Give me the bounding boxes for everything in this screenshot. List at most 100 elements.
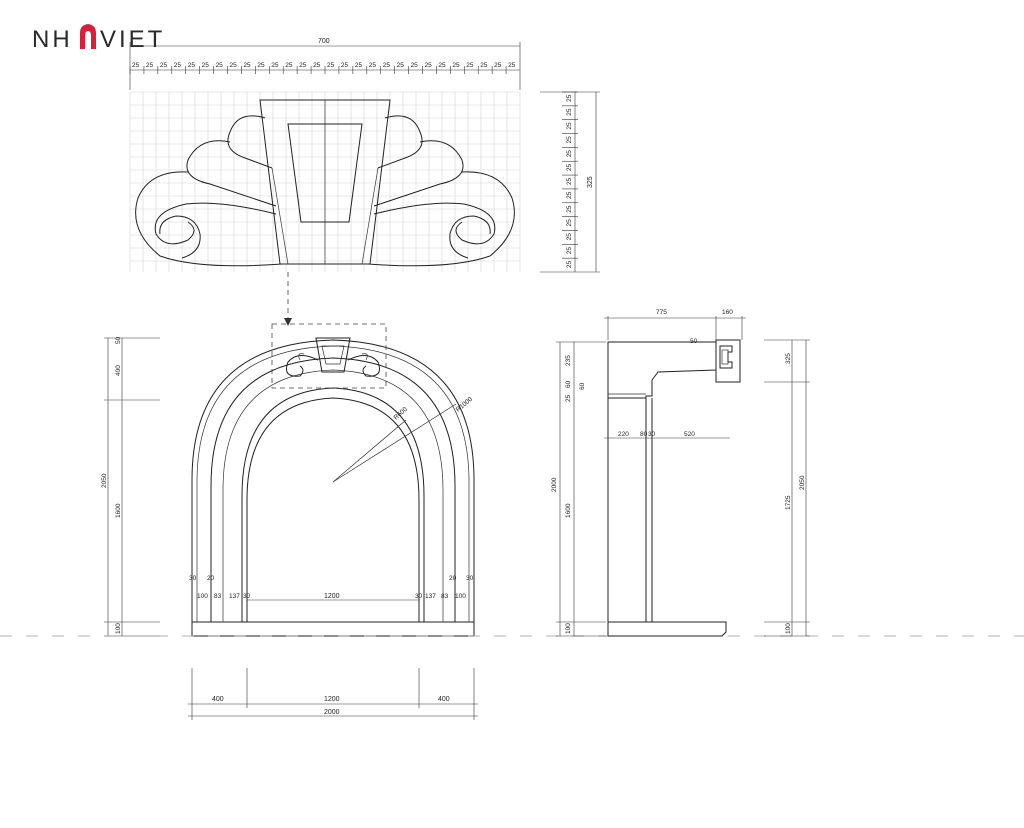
section-dim-60a: 60: [565, 380, 572, 388]
section-dim-30: 30: [648, 431, 656, 438]
opening-width-label: 1200: [324, 593, 340, 600]
module-dim-label: 25: [271, 62, 279, 69]
module-dim-label: 25: [188, 62, 196, 69]
keystone-ornament: [286, 337, 380, 377]
front-dim-2050: 2050: [101, 473, 108, 488]
logo-prefix: NH: [32, 26, 73, 53]
module-dim-label: 25: [566, 108, 573, 116]
module-dim-label: 25: [230, 62, 238, 69]
section-dim-160: 160: [722, 309, 733, 316]
front-left-dimensions: 50 400 2050 1600 100: [101, 336, 160, 637]
base-dim-center: 1200: [324, 696, 340, 703]
ornament-outline: [135, 99, 515, 267]
module-dim-label: 25: [202, 62, 210, 69]
section-dim-100-left: 100: [565, 623, 572, 634]
logo: NH VIET: [32, 22, 192, 54]
jamb-dim-100-left: 100: [197, 593, 208, 600]
module-dim-label: 25: [160, 62, 168, 69]
module-dim-label: 25: [174, 62, 182, 69]
module-dim-label: 25: [566, 233, 573, 241]
jamb-dimensions-left: 30 20 100 83 137 30: [189, 575, 251, 600]
section-dim-2000: 2000: [551, 477, 558, 492]
section-dim-220: 220: [618, 431, 629, 438]
module-dim-label: 25: [369, 62, 377, 69]
module-dim-label: 25: [566, 260, 573, 268]
jamb-dim-30b-left: 30: [243, 593, 251, 600]
module-dim-label: 25: [566, 205, 573, 213]
module-dim-label: 25: [146, 62, 154, 69]
logo-suffix: VIET: [100, 26, 165, 53]
module-dim-label: 25: [494, 62, 502, 69]
module-dim-label: 25: [480, 62, 488, 69]
section-dim-2050: 2050: [799, 475, 806, 490]
base-dim-left: 400: [212, 696, 224, 703]
front-dim-50: 50: [115, 336, 122, 344]
ornament-module-row-top: 25 25 25 25 25 25 25 25 25 25 25 25 25 25 25 25 25 25 25 25…: [129, 62, 516, 74]
module-dim-label: 25: [425, 62, 433, 69]
module-dim-label: 25: [566, 136, 573, 144]
module-dim-label: 25: [566, 94, 573, 102]
module-dim-label: 25: [285, 62, 293, 69]
module-dim-label: 25: [299, 62, 307, 69]
section-dim-100-right: 100: [785, 623, 792, 634]
jamb-dim-30-left: 30: [189, 575, 197, 582]
section-dim-1600: 1600: [565, 503, 572, 518]
module-dim-label: 25: [566, 191, 573, 199]
module-dim-label: 25: [397, 62, 405, 69]
jamb-dimensions-right: 20 30 30 137 83 100: [415, 575, 474, 600]
total-width-label: 2000: [324, 709, 340, 716]
module-dim-label: 25: [566, 219, 573, 227]
ornament-width-label: 700: [318, 38, 330, 45]
module-dim-label: 25: [452, 62, 460, 69]
module-dim-label: 25: [438, 62, 446, 69]
module-dim-label: 25: [216, 62, 224, 69]
section-dim-775: 775: [656, 309, 667, 316]
logo-house-mark-icon: [80, 24, 96, 49]
module-dim-label: 25: [327, 62, 335, 69]
module-dim-label: 25: [566, 247, 573, 255]
jamb-dim-83-right: 83: [441, 593, 449, 600]
section-dim-1725: 1725: [785, 495, 792, 510]
base-dim-right: 400: [438, 696, 450, 703]
jamb-dim-100-right: 100: [455, 593, 466, 600]
module-dim-label: 25: [566, 164, 573, 172]
jamb-dim-137-right: 137: [425, 593, 436, 600]
ornament-height-label: 325: [587, 176, 594, 188]
module-dim-label: 25: [341, 62, 349, 69]
module-dim-label: 25: [566, 122, 573, 130]
jamb-dim-30-right: 30: [466, 575, 474, 582]
module-dim-label: 25: [313, 62, 321, 69]
module-dim-label: 25: [411, 62, 419, 69]
jamb-dim-20-right: 20: [449, 575, 457, 582]
module-dim-label: 25: [466, 62, 474, 69]
section-ornament-block: [715, 339, 741, 383]
section-dim-50: 50: [690, 338, 698, 345]
section-dim-325: 325: [785, 353, 792, 364]
module-dim-label: 25: [355, 62, 363, 69]
jamb-dim-137-left: 137: [229, 593, 240, 600]
jamb-dim-30b-right: 30: [415, 593, 423, 600]
side-section: 775 160 50 220 80 30 520 235 60 60 25 20…: [551, 309, 810, 637]
module-dim-label: 25: [257, 62, 265, 69]
section-dim-60b: 60: [579, 382, 586, 390]
front-bottom-dimensions: 400 1200 400 2000: [188, 668, 478, 720]
section-dim-235: 235: [565, 355, 572, 366]
front-elevation: R600 R1000 1200 30 20 100 83 137 30 20 3…: [101, 323, 478, 720]
jamb-dim-83-left: 83: [214, 593, 222, 600]
jamb-dim-20-left: 20: [207, 575, 215, 582]
module-dim-label: 25: [383, 62, 391, 69]
module-dim-label: 25: [508, 62, 516, 69]
module-dim-label: 25: [566, 177, 573, 185]
front-dim-100: 100: [115, 623, 122, 634]
module-dim-label: 25: [243, 62, 251, 69]
radius-inner-label: R600: [393, 406, 410, 422]
radius-outer-label: R1000: [455, 396, 474, 414]
module-dim-label: 25: [132, 62, 140, 69]
front-dim-400: 400: [115, 365, 122, 376]
section-dim-80: 80: [640, 431, 648, 438]
